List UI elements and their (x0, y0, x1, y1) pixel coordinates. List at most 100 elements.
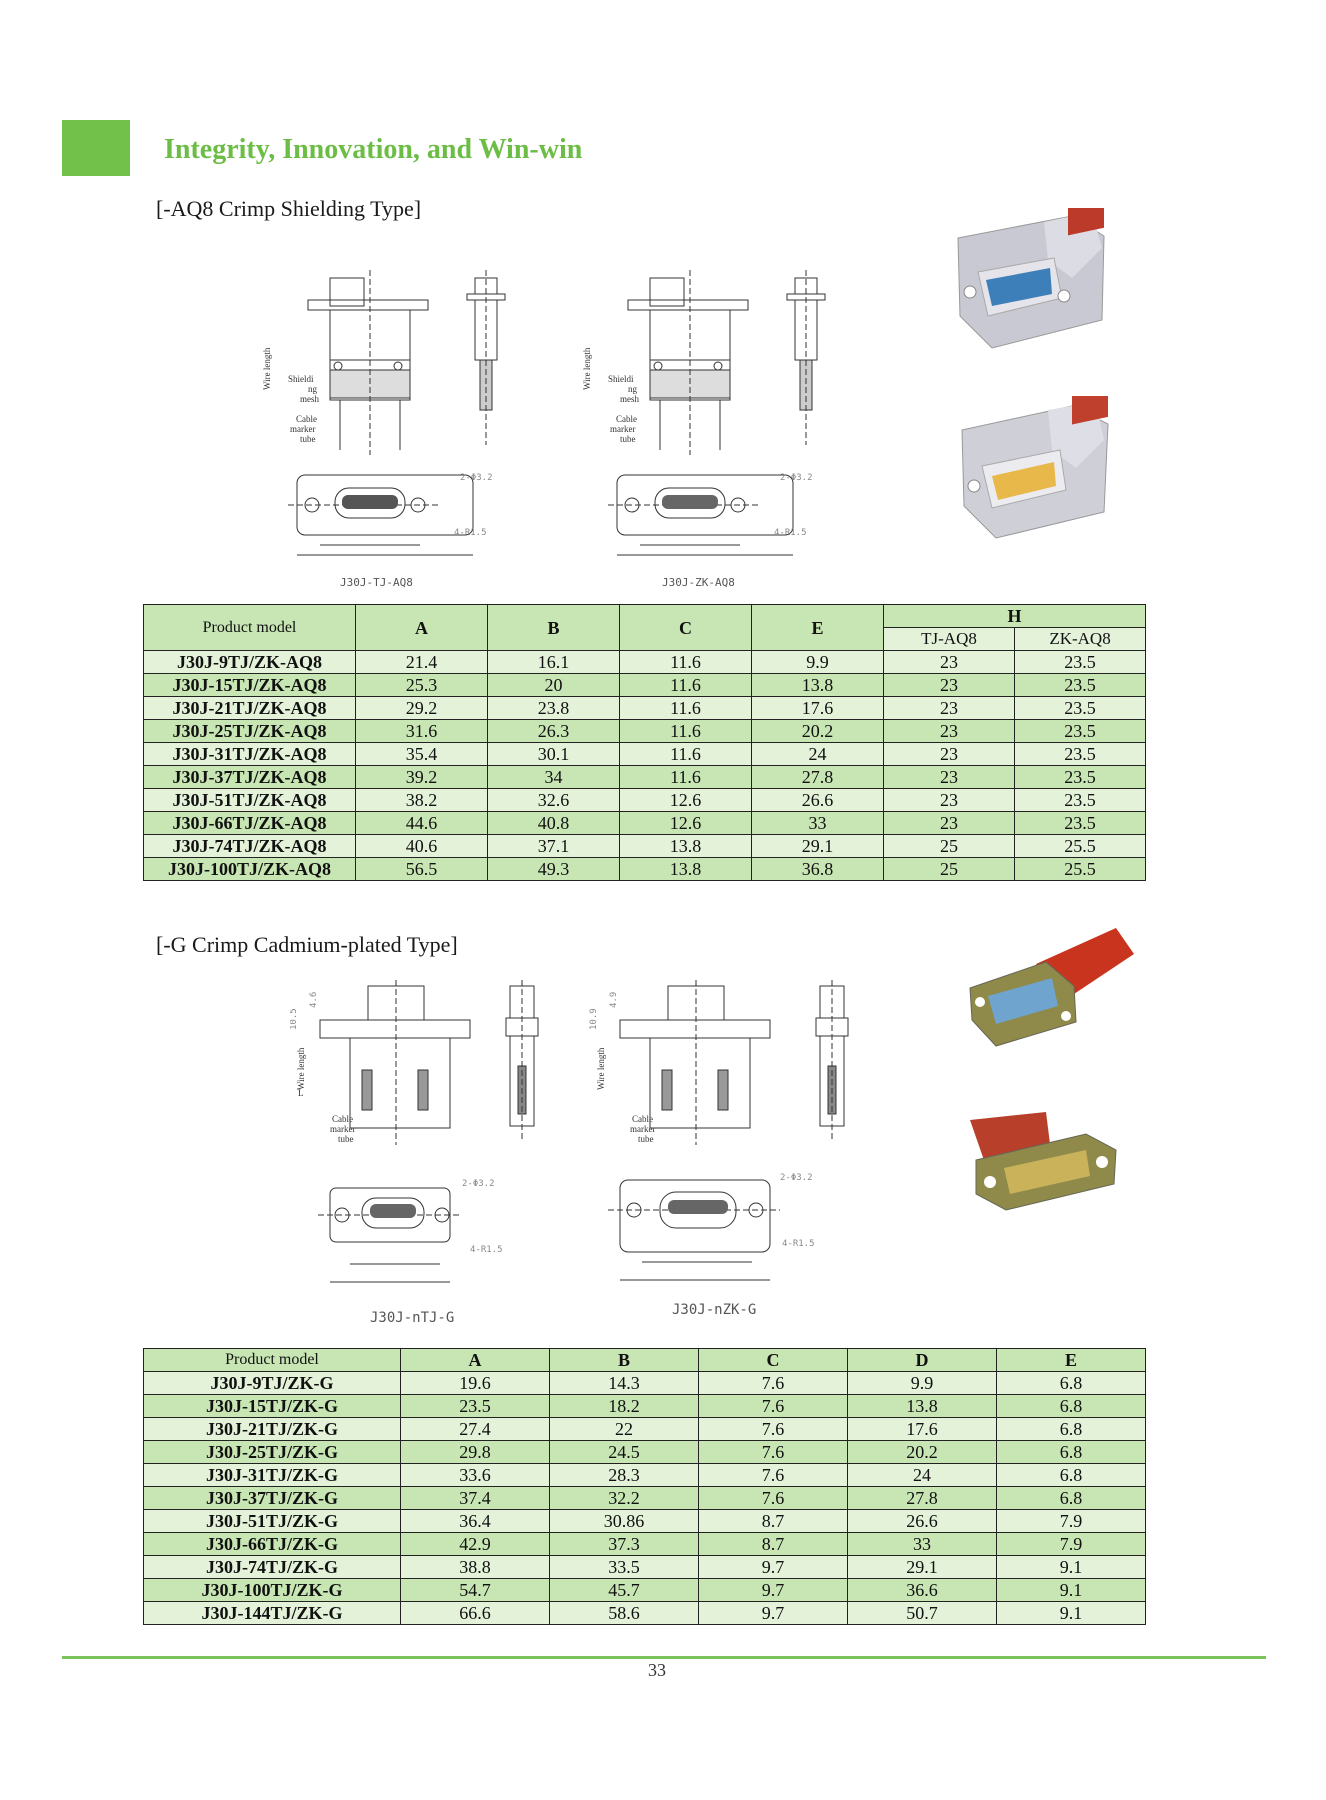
value-cell: 50.7 (847, 1601, 997, 1625)
product-model-cell: J30J-144TJ/ZK-G (143, 1601, 401, 1625)
header-b: B (487, 604, 620, 651)
caption-tj-aq8: J30J-TJ-AQ8 (340, 576, 413, 589)
product-model-cell: J30J-21TJ/ZK-G (143, 1417, 401, 1441)
value-cell: 40.8 (487, 811, 620, 835)
section-title-g: [-G Crimp Cadmium-plated Type] (156, 932, 458, 957)
value-cell: 7.6 (698, 1463, 848, 1487)
caption-zk-aq8: J30J-ZK-AQ8 (662, 576, 735, 589)
aq8-spec-table: Product model A B C E H TJ-AQ8 ZK-AQ8 J3… (143, 604, 1147, 881)
g-cable-label-2b: marker (630, 1124, 655, 1134)
value-cell: 66.6 (400, 1601, 550, 1625)
value-cell: 36.4 (400, 1509, 550, 1533)
g-radius-note-2: 4-R1.5 (782, 1239, 815, 1249)
value-cell: 32.6 (487, 788, 620, 812)
g-header-e: E (996, 1348, 1146, 1372)
value-cell: 37.4 (400, 1486, 550, 1510)
value-cell: 23.5 (400, 1394, 550, 1418)
value-cell: 29.1 (751, 834, 884, 858)
value-cell: 31.6 (355, 719, 488, 743)
g-radius-note-1: 4-R1.5 (470, 1245, 503, 1255)
header-h-tj: TJ-AQ8 (883, 627, 1015, 651)
value-cell: 35.4 (355, 742, 488, 766)
value-cell: 6.8 (996, 1463, 1146, 1487)
caption-nzk-g: J30J-nZK-G (672, 1302, 757, 1318)
product-model-cell: J30J-21TJ/ZK-AQ8 (143, 696, 356, 720)
g-dim-109: 10.9 (589, 1008, 599, 1030)
value-cell: 13.8 (619, 857, 752, 881)
value-cell: 14.3 (549, 1371, 699, 1395)
value-cell: 23 (883, 650, 1015, 674)
value-cell: 13.8 (619, 834, 752, 858)
cable-marker-label-2a: Cable (616, 414, 637, 424)
value-cell: 23 (883, 811, 1015, 835)
cable-marker-label-2b: marker (610, 424, 635, 434)
value-cell: 9.1 (996, 1601, 1146, 1625)
value-cell: 25.5 (1013, 857, 1147, 881)
value-cell: 27.4 (400, 1417, 550, 1441)
value-cell: 24 (751, 742, 884, 766)
page-number: 33 (648, 1660, 666, 1680)
value-cell: 23.5 (1013, 742, 1147, 766)
value-cell: 23 (883, 765, 1015, 789)
value-cell: 6.8 (996, 1394, 1146, 1418)
value-cell: 36.6 (847, 1578, 997, 1602)
value-cell: 33 (847, 1532, 997, 1556)
value-cell: 20 (487, 673, 620, 697)
value-cell: 11.6 (619, 696, 752, 720)
value-cell: 9.1 (996, 1578, 1146, 1602)
value-cell: 29.8 (400, 1440, 550, 1464)
value-cell: 23.5 (1013, 811, 1147, 835)
header-h-zk: ZK-AQ8 (1013, 627, 1147, 651)
aq8-connector-photo-1 (957, 208, 1105, 349)
value-cell: 12.6 (619, 788, 752, 812)
value-cell: 36.8 (751, 857, 884, 881)
value-cell: 23.5 (1013, 719, 1147, 743)
value-cell: 12.6 (619, 811, 752, 835)
value-cell: 25 (883, 834, 1015, 858)
value-cell: 9.9 (847, 1371, 997, 1395)
value-cell: 24.5 (549, 1440, 699, 1464)
product-model-cell: J30J-25TJ/ZK-AQ8 (143, 719, 356, 743)
value-cell: 23 (883, 719, 1015, 743)
g-cable-label-1c: tube (338, 1134, 354, 1144)
g-cable-label-2a: Cable (632, 1114, 653, 1124)
g-cable-label-1a: Cable (332, 1114, 353, 1124)
value-cell: 7.6 (698, 1371, 848, 1395)
value-cell: 23 (883, 696, 1015, 720)
value-cell: 23.5 (1013, 650, 1147, 674)
value-cell: 9.7 (698, 1578, 848, 1602)
value-cell: 23.5 (1013, 788, 1147, 812)
g-header-c: C (698, 1348, 848, 1372)
value-cell: 17.6 (751, 696, 884, 720)
value-cell: 8.7 (698, 1532, 848, 1556)
header-green-block (62, 120, 130, 176)
value-cell: 7.6 (698, 1394, 848, 1418)
value-cell: 19.6 (400, 1371, 550, 1395)
shielding-mesh-label-1c: mesh (300, 394, 319, 404)
product-model-cell: J30J-25TJ/ZK-G (143, 1440, 401, 1464)
value-cell: 25.5 (1013, 834, 1147, 858)
footer-divider (62, 1656, 1266, 1659)
value-cell: 9.7 (698, 1601, 848, 1625)
value-cell: 6.8 (996, 1486, 1146, 1510)
value-cell: 6.8 (996, 1417, 1146, 1441)
g-dim-46: 4.6 (309, 992, 319, 1008)
value-cell: 42.9 (400, 1532, 550, 1556)
value-cell: 20.2 (751, 719, 884, 743)
value-cell: 6.8 (996, 1440, 1146, 1464)
g-header-a: A (400, 1348, 550, 1372)
value-cell: 23.8 (487, 696, 620, 720)
cable-marker-label-1a: Cable (296, 414, 317, 424)
value-cell: 34 (487, 765, 620, 789)
g-cable-label-2c: tube (638, 1134, 654, 1144)
header-product-model: Product model (143, 604, 356, 651)
product-model-cell: J30J-9TJ/ZK-AQ8 (143, 650, 356, 674)
